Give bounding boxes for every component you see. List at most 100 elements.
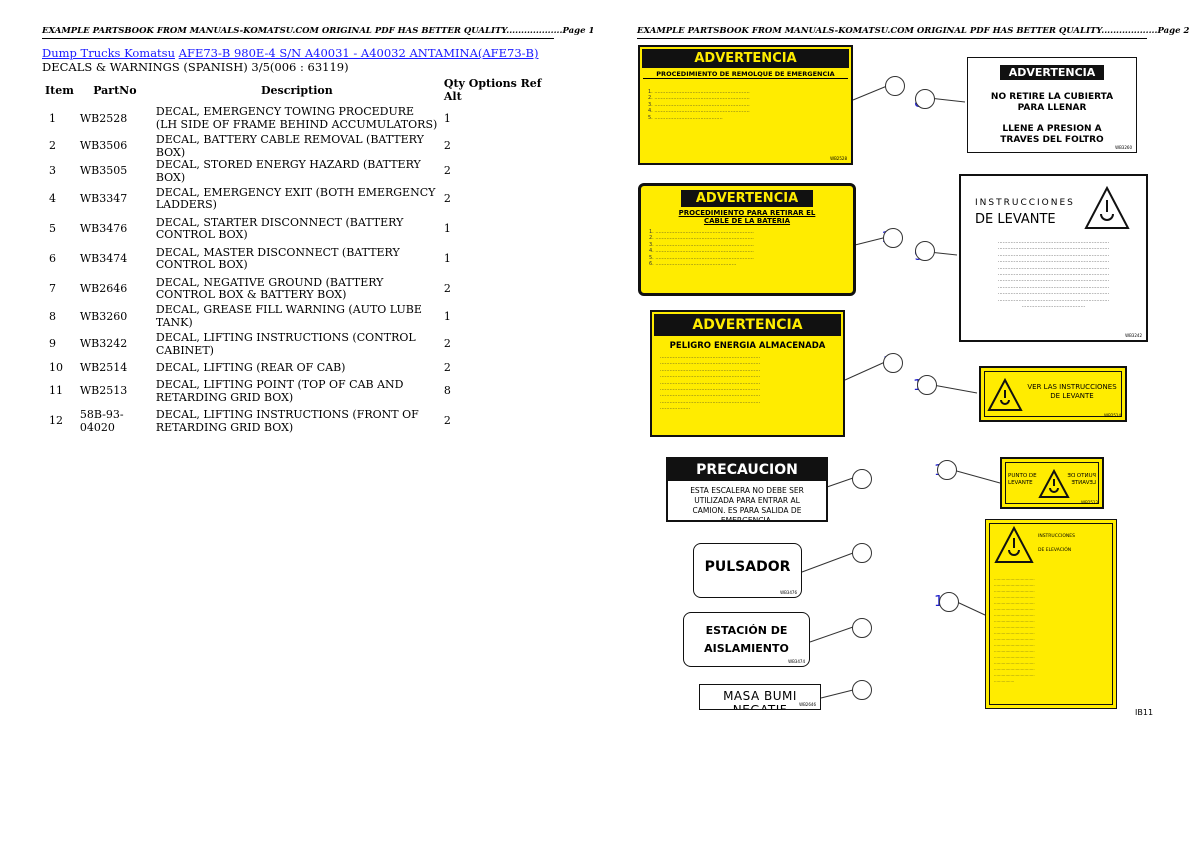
col-description: Description	[261, 83, 333, 97]
decal-1-banner: ADVERTENCIA	[642, 49, 849, 68]
col-qty: Qty Options Ref Alt	[443, 77, 542, 103]
page-1: EXAMPLE PARTSBOOK FROM MANUALS-KOMATSU.C…	[42, 26, 594, 437]
table-row: 2 WB3506 DECAL, BATTERY CABLE REMOVAL (BAT…	[42, 133, 551, 159]
row-item: 7	[49, 282, 56, 296]
leader-lines	[801, 85, 1001, 699]
row-partno: WB3506	[79, 139, 128, 153]
row-qty: 2	[443, 192, 451, 206]
decal-3-body: ........................................…	[660, 354, 761, 412]
decal-9-lift-icon	[1084, 186, 1130, 229]
decal-6-master-disconnect: ESTACIÓN DE AISLAMIENTO WB3474	[683, 612, 810, 667]
row-description: DECAL, LIFTING INSTRUCTIONS (CONTROL CAB…	[155, 330, 416, 357]
decal-3-stored-energy: ADVERTENCIA PELIGRO ENERGIA ALMACENADA .…	[650, 310, 845, 437]
decal-3-title: PELIGRO ENERGIA ALMACENADA	[669, 341, 826, 351]
row-description: DECAL, LIFTING POINT (TOP OF CAB AND RET…	[155, 377, 404, 404]
section-title: DECALS & WARNINGS (SPANISH) 3/5(006 : 63…	[42, 60, 349, 74]
callout-circle-1	[885, 76, 905, 96]
decal-10-code: WB2514	[1104, 413, 1121, 418]
decal-8-code: WB3260	[1115, 145, 1132, 150]
row-partno: WB3505	[79, 164, 128, 178]
callout-circle-2	[883, 228, 903, 248]
decal-6-text: ESTACIÓN DE AISLAMIENTO	[704, 624, 789, 655]
callout-circle-7	[852, 680, 872, 700]
decal-10-lift-icon	[987, 378, 1023, 411]
row-partno: WB2528	[79, 111, 128, 125]
col-partno: PartNo	[93, 83, 137, 97]
row-item: 10	[49, 360, 63, 374]
table-row: 6 WB3474 DECAL, MASTER DISCONNECT (BATTERY…	[42, 244, 551, 274]
decal-5-starter-disconnect: PULSADOR WB3476	[693, 543, 802, 598]
page-header: EXAMPLE PARTSBOOK FROM MANUALS-KOMATSU.C…	[42, 26, 594, 39]
row-description: DECAL, NEGATIVE GROUND (BATTERY CONTROL …	[155, 275, 384, 302]
decal-10-text: VER LAS INSTRUCCIONES DE LEVANTE	[1027, 383, 1117, 400]
decal-2-title: PROCEDIMIENTO PARA RETIRAR EL CABLE DE L…	[678, 209, 816, 225]
decal-11-inner-border	[1005, 462, 1099, 504]
row-qty: 1	[443, 111, 451, 125]
row-item: 12	[49, 414, 63, 428]
row-qty: 2	[443, 282, 451, 296]
callout-circle-4	[852, 469, 872, 489]
link-model[interactable]: AFE73-B 980E-4 S/N A40031 - A40032 ANTAM…	[178, 46, 539, 60]
link-dump-trucks[interactable]: Dump Trucks Komatsu	[42, 46, 175, 60]
row-description: DECAL, MASTER DISCONNECT (BATTERY CONTRO…	[155, 245, 400, 272]
parts-table: Item PartNo Description Qty Options Ref …	[42, 76, 551, 437]
decal-11-lifting-point: PUNTO DE LEVANTE PUNTO DE LEVANTE WB2513	[1000, 457, 1104, 509]
table-row: 1 WB2528 DECAL, EMERGENCY TOWING PROCEDURE…	[42, 104, 551, 134]
decal-6-code: WB3474	[788, 659, 805, 664]
row-qty: 2	[443, 337, 451, 351]
col-item: Item	[45, 83, 74, 97]
decal-2-battery-cable: ADVERTENCIA PROCEDIMIENTO PARA RETIRAR E…	[638, 183, 856, 296]
decal-4-text: ESTA ESCALERA NO DEBE SER UTILIZADA PARA…	[690, 486, 804, 522]
figure-code: IB11	[1135, 708, 1154, 717]
decal-12-inner-border	[989, 523, 1113, 705]
row-description: DECAL, EMERGENCY TOWING PROCEDURE (LH SI…	[155, 105, 438, 131]
table-header-row: Item PartNo Description Qty Options Ref …	[42, 76, 551, 104]
row-qty: 2	[443, 360, 451, 374]
page-2: EXAMPLE PARTSBOOK FROM MANUALS-KOMATSU.C…	[595, 0, 1190, 842]
decal-8-text2: LLENE A PRESION A TRAVES DEL FOLTRO	[1000, 124, 1104, 145]
row-item: 5	[49, 222, 56, 236]
callout-circle-3	[883, 353, 903, 373]
row-partno: WB2513	[79, 384, 128, 398]
callout-circle-6	[852, 618, 872, 638]
row-description: DECAL, LIFTING INSTRUCTIONS (FRONT OF RE…	[155, 407, 419, 434]
decal-8-banner: ADVERTENCIA	[1000, 65, 1104, 80]
decal-2-banner: ADVERTENCIA	[681, 190, 813, 207]
row-item: 11	[49, 384, 63, 398]
callout-circle-5	[852, 543, 872, 563]
decal-1-code: WB2528	[830, 156, 847, 161]
row-item: 2	[49, 139, 56, 153]
row-item: 6	[49, 252, 56, 266]
row-item: 9	[49, 337, 56, 351]
callout-circle-11	[937, 460, 957, 480]
row-description: DECAL, STARTER DISCONNECT (BATTERY CONTR…	[155, 215, 404, 242]
row-description: DECAL, BATTERY CABLE REMOVAL (BATTERY BO…	[155, 133, 424, 159]
decal-1-emergency-towing: ADVERTENCIA PROCEDIMIENTO DE REMOLQUE DE…	[638, 45, 853, 165]
row-partno: WB3474	[79, 252, 128, 266]
row-description: DECAL, STORED ENERGY HAZARD (BATTERY BOX…	[155, 158, 421, 184]
decal-12-title1: INSTRUCCIONES	[1038, 534, 1075, 539]
row-qty: 1	[443, 222, 451, 236]
decal-9-title2: DE LEVANTE	[975, 212, 1056, 227]
decal-9-title1: INSTRUCCIONES	[975, 198, 1075, 208]
decal-11-text: PUNTO DE LEVANTE	[1008, 473, 1037, 486]
row-qty: 1	[443, 309, 451, 323]
decal-11-code: WB2513	[1081, 500, 1098, 505]
decal-9-lifting-instructions: INSTRUCCIONES DE LEVANTE ...............…	[959, 174, 1148, 342]
decal-7-negative-ground: MASA BUMI NEGATIF WB2646	[699, 684, 821, 710]
decal-8-grease-fill: ADVERTENCIA NO RETIRE LA CUBIERTA PARA L…	[967, 57, 1137, 153]
row-item: 4	[49, 192, 56, 206]
decal-5-text: PULSADOR	[704, 559, 791, 575]
row-partno: WB3476	[79, 222, 128, 236]
decal-9-body: ........................................…	[997, 239, 1110, 310]
row-qty: 2	[443, 414, 451, 428]
callout-circle-9	[915, 241, 935, 261]
row-partno: 58B-93-04020	[79, 407, 124, 434]
decal-12-body: ........................................…	[994, 576, 1035, 683]
decal-10-lifting: VER LAS INSTRUCCIONES DE LEVANTE WB2514	[979, 366, 1127, 422]
